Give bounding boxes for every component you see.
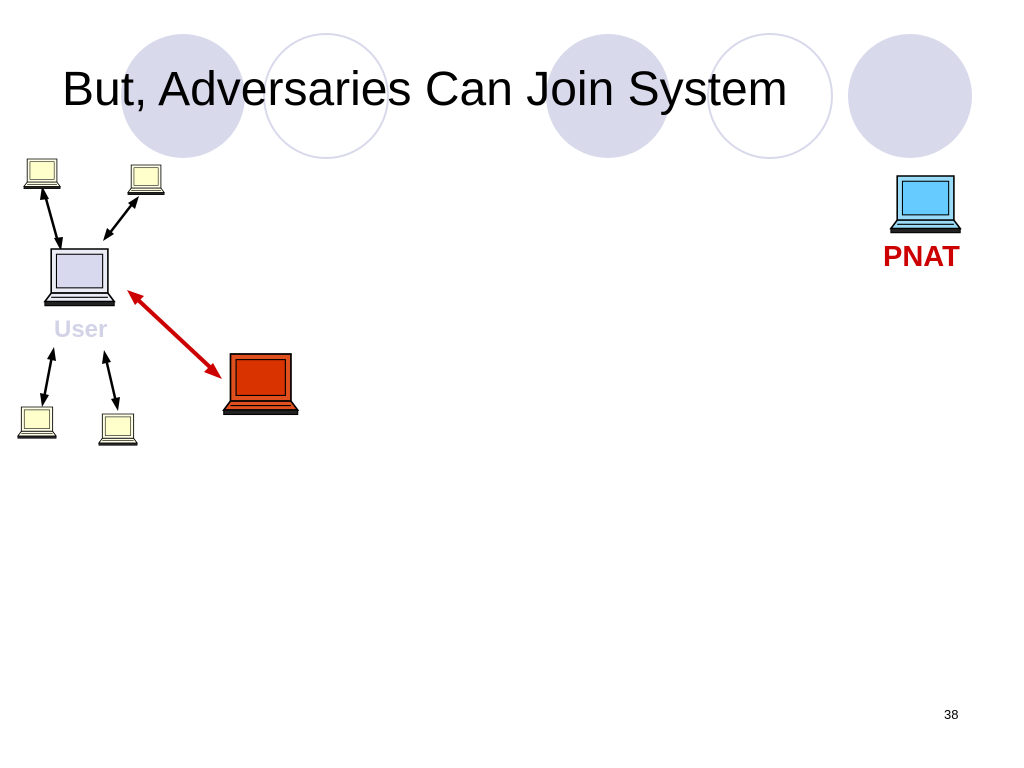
- slide-title: But, Adversaries Can Join System: [62, 63, 788, 116]
- decor-circle-filled: [848, 34, 972, 158]
- page-number: 38: [944, 707, 959, 722]
- adversary-laptop-icon[interactable]: [222, 353, 299, 416]
- pnat-laptop-icon[interactable]: [890, 175, 961, 234]
- decor-circle-outline: [707, 33, 833, 159]
- decor-circle-filled: [121, 34, 245, 158]
- double-headed-arrow: [40, 347, 56, 407]
- laptop-icon[interactable]: [127, 164, 165, 196]
- decor-circle-filled: [546, 34, 670, 158]
- adversary-link-arrow: [127, 290, 222, 379]
- laptop-icon[interactable]: [23, 158, 61, 190]
- peer-links: [40, 186, 139, 411]
- double-headed-arrow: [103, 196, 139, 241]
- double-headed-arrow: [40, 186, 63, 251]
- laptop-icon[interactable]: [17, 406, 57, 439]
- user-laptop-icon[interactable]: [44, 248, 115, 307]
- double-headed-arrow: [102, 350, 120, 411]
- pnat-label: PNAT: [883, 241, 960, 273]
- laptop-icon[interactable]: [98, 413, 138, 446]
- decor-circle-outline: [263, 33, 389, 159]
- user-label: User: [54, 316, 108, 343]
